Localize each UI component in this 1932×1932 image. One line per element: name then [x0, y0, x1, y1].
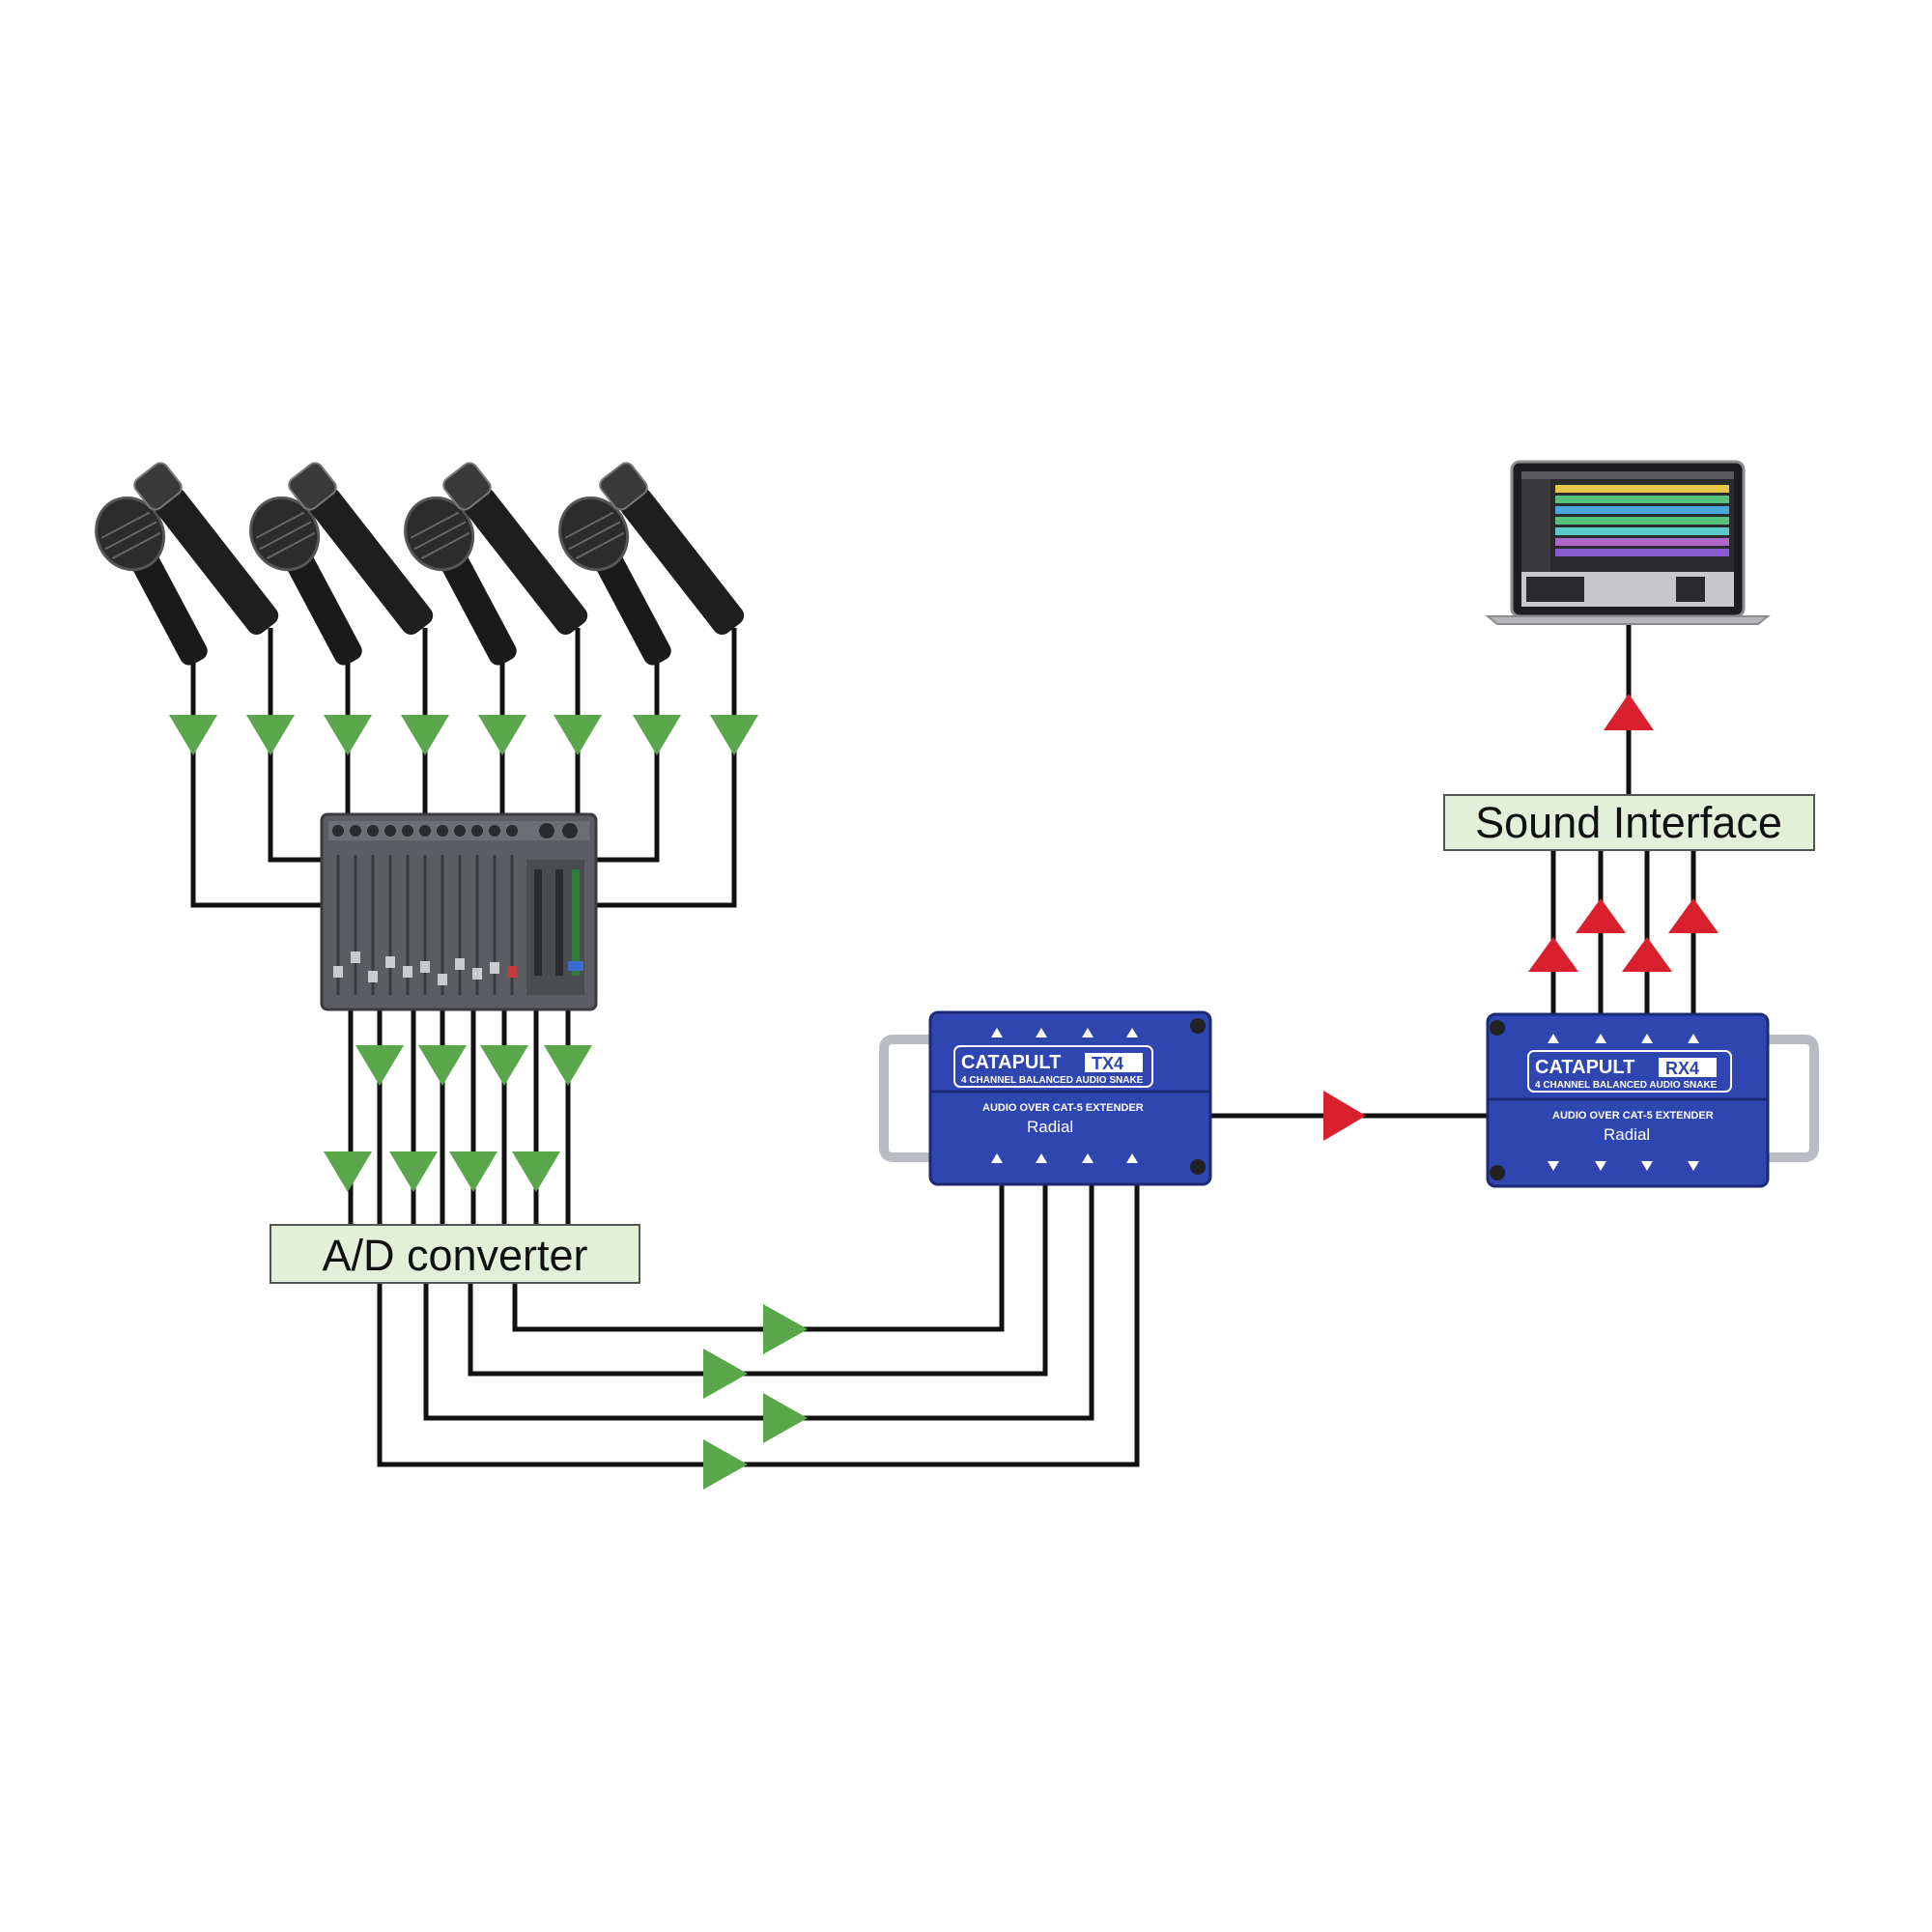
arrow-down-icon	[633, 715, 681, 755]
arrow-down-icon	[324, 715, 372, 755]
arrow-down-icon	[480, 1045, 528, 1086]
catapult-tx4-device: CATAPULT TX4 4 CHANNEL BALANCED AUDIO SN…	[879, 1010, 1212, 1186]
wire-ad-4	[377, 1184, 1140, 1467]
microphone-icon	[133, 462, 279, 636]
microphone-icon	[558, 496, 671, 666]
rx4-subtitle: 4 CHANNEL BALANCED AUDIO SNAKE	[1535, 1080, 1718, 1091]
rx4-maker: Radial	[1604, 1125, 1650, 1144]
tx4-maker: Radial	[1027, 1118, 1073, 1136]
tx4-tagline: AUDIO OVER CAT-5 EXTENDER	[982, 1102, 1144, 1114]
wire-mic-2	[268, 628, 328, 863]
wire-ad-3	[423, 1184, 1094, 1421]
arrow-down-icon	[449, 1151, 497, 1192]
arrow-right-icon	[763, 1393, 808, 1443]
sound-interface-box: Sound Interface	[1443, 794, 1815, 851]
arrow-right-icon	[1323, 1091, 1366, 1141]
rx4-brand: CATAPULT	[1535, 1057, 1634, 1078]
arrow-up-icon	[1528, 937, 1578, 972]
arrow-down-icon	[544, 1045, 592, 1086]
laptop-daw-icon	[1485, 460, 1771, 625]
arrow-up-icon	[1604, 694, 1654, 730]
arrow-up-icon	[1668, 898, 1719, 933]
arrow-up-icon	[1576, 898, 1626, 933]
ad-converter-label: A/D converter	[322, 1231, 587, 1280]
arrow-up-icon	[1622, 937, 1672, 972]
arrow-down-icon	[554, 715, 602, 755]
arrow-down-icon	[710, 715, 758, 755]
microphone-icon	[249, 496, 362, 666]
arrow-down-icon	[246, 715, 295, 755]
rx4-tagline: AUDIO OVER CAT-5 EXTENDER	[1552, 1110, 1714, 1122]
arrow-right-icon	[703, 1349, 748, 1399]
wire-ad-2	[468, 1184, 1048, 1377]
tx4-brand: CATAPULT	[961, 1052, 1061, 1073]
wire-mic-8	[594, 628, 737, 908]
microphone-icon	[599, 462, 745, 636]
ad-converter-box: A/D converter	[270, 1224, 640, 1284]
arrow-down-icon	[324, 1151, 372, 1192]
microphone-icon	[442, 462, 588, 636]
wire-ad-1	[512, 1184, 1005, 1332]
arrow-down-icon	[355, 1045, 404, 1086]
arrow-right-icon	[703, 1439, 748, 1490]
arrow-down-icon	[418, 1045, 467, 1086]
rx4-model: RX4	[1665, 1059, 1699, 1078]
microphone-icon	[95, 496, 208, 666]
microphone-icon	[404, 496, 517, 666]
arrow-right-icon	[763, 1304, 808, 1354]
mixing-console-icon	[320, 812, 598, 1011]
arrows-output	[1323, 694, 1719, 1141]
sound-interface-label: Sound Interface	[1475, 798, 1782, 847]
microphones	[95, 462, 745, 666]
wire-mic-1	[190, 661, 328, 908]
tx4-subtitle: 4 CHANNEL BALANCED AUDIO SNAKE	[961, 1075, 1144, 1086]
arrow-down-icon	[389, 1151, 438, 1192]
arrow-down-icon	[512, 1151, 560, 1192]
arrow-down-icon	[401, 715, 449, 755]
arrow-down-icon	[169, 715, 217, 755]
wire-mic-7	[594, 657, 660, 863]
catapult-rx4-device: CATAPULT RX4 4 CHANNEL BALANCED AUDIO SN…	[1486, 1012, 1819, 1188]
microphone-icon	[288, 462, 434, 636]
tx4-model: TX4	[1092, 1054, 1123, 1073]
arrow-down-icon	[478, 715, 526, 755]
arrows-input	[169, 715, 808, 1490]
